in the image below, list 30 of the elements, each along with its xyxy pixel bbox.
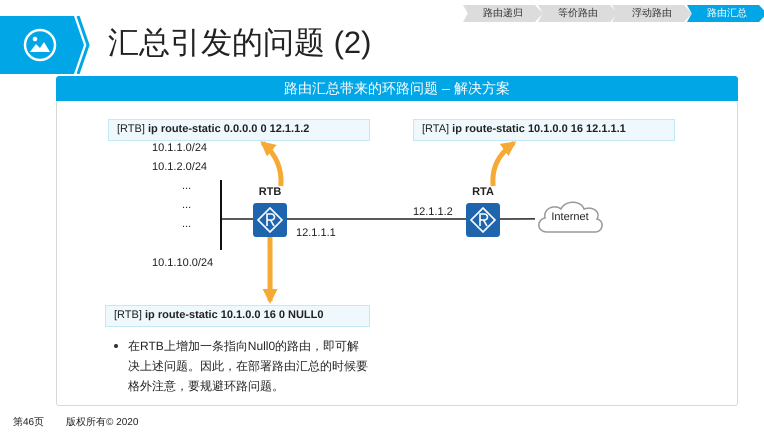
ip-address-label: 12.1.1.2 xyxy=(413,206,453,218)
connector-line xyxy=(222,218,253,220)
page-number: 第46页 xyxy=(13,416,44,429)
subnet-label: 10.1.10.0/24 xyxy=(152,257,214,269)
ip-address-label: 12.1.1.1 xyxy=(296,227,336,239)
command-box: [RTA] ip route-static 10.1.0.0 16 12.1.1.1 xyxy=(413,119,675,141)
network-bus-line xyxy=(220,180,222,250)
breadcrumb-tab: 等价路由 xyxy=(538,5,618,22)
arrow xyxy=(490,141,516,186)
arrow xyxy=(262,237,278,304)
breadcrumb-tab: 浮动路由 xyxy=(612,5,692,22)
breadcrumb-tab: 路由递归 xyxy=(463,5,543,22)
breadcrumb-tab: 路由汇总 xyxy=(687,5,764,22)
router-label: RTA xyxy=(471,186,495,199)
router-label: RTB xyxy=(258,186,282,199)
bullet-text: 在RTB上增加一条指向Null0的路由，即可解决上述问题。因此，在部署路由汇总的时候要格外注意，要规避环路问题。 xyxy=(108,336,370,396)
ellipsis-label: ... xyxy=(182,199,192,211)
command-box: [RTB] ip route-static 0.0.0.0 0 12.1.1.2 xyxy=(108,119,370,141)
subnet-label: 10.1.2.0/24 xyxy=(152,161,208,173)
command-box: [RTB] ip route-static 10.1.0.0 16 0 NULL0 xyxy=(105,305,370,327)
connector-line xyxy=(287,218,466,220)
arrow xyxy=(260,141,284,186)
connector-line xyxy=(500,218,535,220)
subnet-label: 10.1.1.0/24 xyxy=(152,142,208,154)
slide-title: 汇总引发的问题 (2) xyxy=(108,24,372,62)
copyright-text: 版权所有© 2020 xyxy=(66,416,138,429)
ellipsis-label: ... xyxy=(182,218,192,230)
ellipsis-label: ... xyxy=(182,180,192,192)
section-header-band: 路由汇总带来的环路问题 – 解决方案 xyxy=(56,76,738,101)
cloud-label: Internet xyxy=(550,211,590,224)
